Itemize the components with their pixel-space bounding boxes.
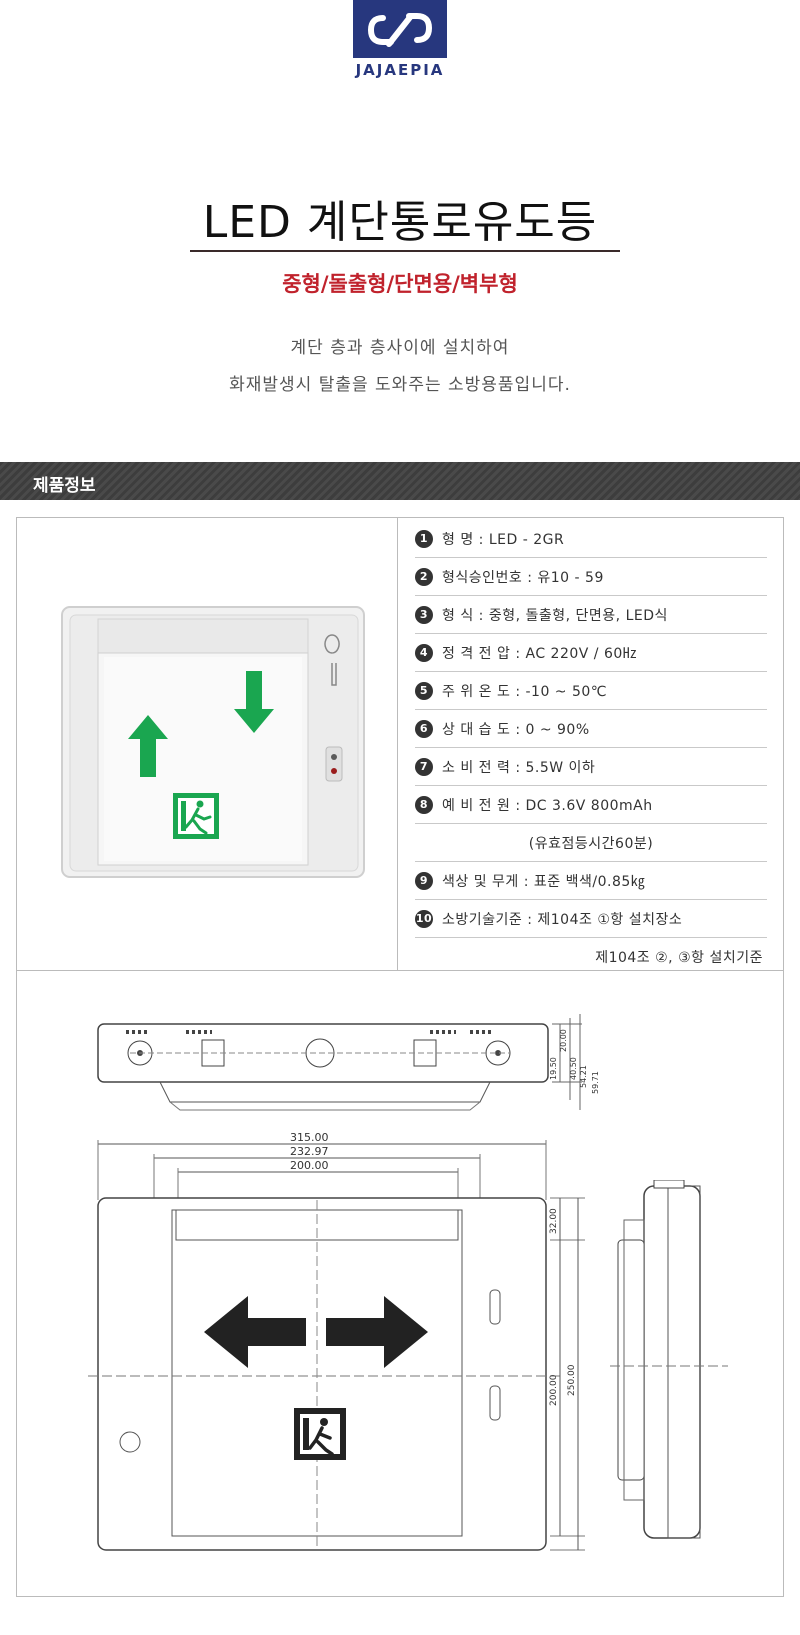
spec-text: 주 위 온 도 : -10 ~ 50℃ — [442, 683, 608, 700]
section-header: 제품정보 — [0, 462, 800, 500]
spec-text: 예 비 전 원 : DC 3.6V 800mAh — [442, 797, 653, 814]
dim-label: 59.71 — [591, 1071, 600, 1094]
spec-row-continued: (유효점등시간60분) — [415, 824, 767, 862]
spec-number-badge: 7 — [415, 757, 433, 776]
left-arrow-icon — [204, 1296, 306, 1368]
spec-number-badge: 5 — [415, 681, 433, 700]
dim-label: 200.00 — [290, 1159, 329, 1172]
spec-text: 소 비 전 력 : 5.5W 이하 — [442, 759, 596, 776]
spec-number-badge: 4 — [415, 643, 433, 662]
side-view-drawing — [610, 1179, 730, 1560]
front-view-drawing: 315.00 232.97 200.00 32.00 200.00 250.00 — [80, 1130, 600, 1570]
title-underline — [190, 250, 620, 252]
spec-row: 10 소방기술기준 : 제104조 ①항 설치장소 — [415, 900, 767, 938]
spec-text: (유효점등시간60분) — [528, 835, 654, 852]
spec-text: 형 명 : LED - 2GR — [442, 531, 565, 548]
up-arrow-icon — [128, 715, 168, 777]
logo-mark — [353, 0, 447, 58]
product-image — [60, 605, 366, 885]
info-divider-horizontal — [16, 970, 784, 971]
spec-row: 5 주 위 온 도 : -10 ~ 50℃ — [415, 672, 767, 710]
spec-row: 2 형식승인번호 : 유10 - 59 — [415, 558, 767, 596]
dim-label: 232.97 — [290, 1145, 329, 1158]
dim-label: 200.00 — [549, 1374, 559, 1406]
dim-label: 20.00 — [559, 1029, 568, 1052]
logo-text: JAJAEPIA — [355, 61, 445, 79]
dim-label: 54.21 — [579, 1065, 588, 1088]
right-arrow-icon — [326, 1296, 428, 1368]
spec-row-continued: 제104조 ②, ③항 설치기준 — [415, 938, 767, 975]
spec-row: 3 형 식 : 중형, 돌출형, 단면용, LED식 — [415, 596, 767, 634]
dim-label: 250.00 — [567, 1364, 577, 1396]
description-line-2: 화재발생시 탈출을 도와주는 소방용품입니다. — [229, 375, 571, 395]
spec-text: 정 격 전 압 : AC 220V / 60㎐ — [442, 645, 638, 662]
spec-row: 1 형 명 : LED - 2GR — [415, 520, 767, 558]
spec-text: 소방기술기준 : 제104조 ①항 설치장소 — [442, 911, 683, 928]
spec-number-badge: 9 — [415, 871, 433, 890]
spec-number-badge: 3 — [415, 605, 433, 624]
spec-row: 6 상 대 습 도 : 0 ~ 90% — [415, 710, 767, 748]
spec-number-badge: 10 — [415, 909, 433, 928]
spec-number-badge: 8 — [415, 795, 433, 814]
top-view-drawing: 19.50 20.00 40.50 54.21 59.71 — [90, 1010, 610, 1125]
spec-list: 1 형 명 : LED - 2GR 2 형식승인번호 : 유10 - 59 3 형 식… — [415, 520, 767, 975]
spec-row: 9 색상 및 무게 : 표준 백색/0.85㎏ — [415, 862, 767, 900]
description-line-1: 계단 층과 층사이에 설치하여 — [290, 338, 510, 358]
page-subtitle: 중형/돌출형/단면용/벽부형 — [282, 272, 518, 296]
spec-text: 형 식 : 중형, 돌출형, 단면용, LED식 — [442, 607, 668, 624]
spec-text: 형식승인번호 : 유10 - 59 — [442, 569, 604, 586]
page-title: LED 계단통로유도등 — [202, 197, 598, 248]
spec-number-badge: 6 — [415, 719, 433, 738]
brand-logo: JAJAEPIA — [353, 0, 447, 79]
spec-row: 4 정 격 전 압 : AC 220V / 60㎐ — [415, 634, 767, 672]
spec-row: 7 소 비 전 력 : 5.5W 이하 — [415, 748, 767, 786]
spec-row: 8 예 비 전 원 : DC 3.6V 800mAh — [415, 786, 767, 824]
dim-label: 32.00 — [549, 1208, 559, 1234]
product-info-box — [16, 517, 784, 1597]
down-arrow-icon — [234, 671, 274, 733]
info-divider-vertical — [397, 517, 398, 970]
spec-text: 색상 및 무게 : 표준 백색/0.85㎏ — [442, 873, 646, 890]
spec-number-badge: 2 — [415, 567, 433, 586]
spec-text: 상 대 습 도 : 0 ~ 90% — [442, 721, 590, 738]
dim-label: 315.00 — [290, 1131, 329, 1144]
dim-label: 19.50 — [549, 1057, 558, 1080]
spec-text: 제104조 ②, ③항 설치기준 — [595, 949, 763, 966]
section-title: 제품정보 — [33, 476, 96, 496]
spec-number-badge: 1 — [415, 529, 433, 548]
dim-label: 40.50 — [569, 1057, 578, 1080]
